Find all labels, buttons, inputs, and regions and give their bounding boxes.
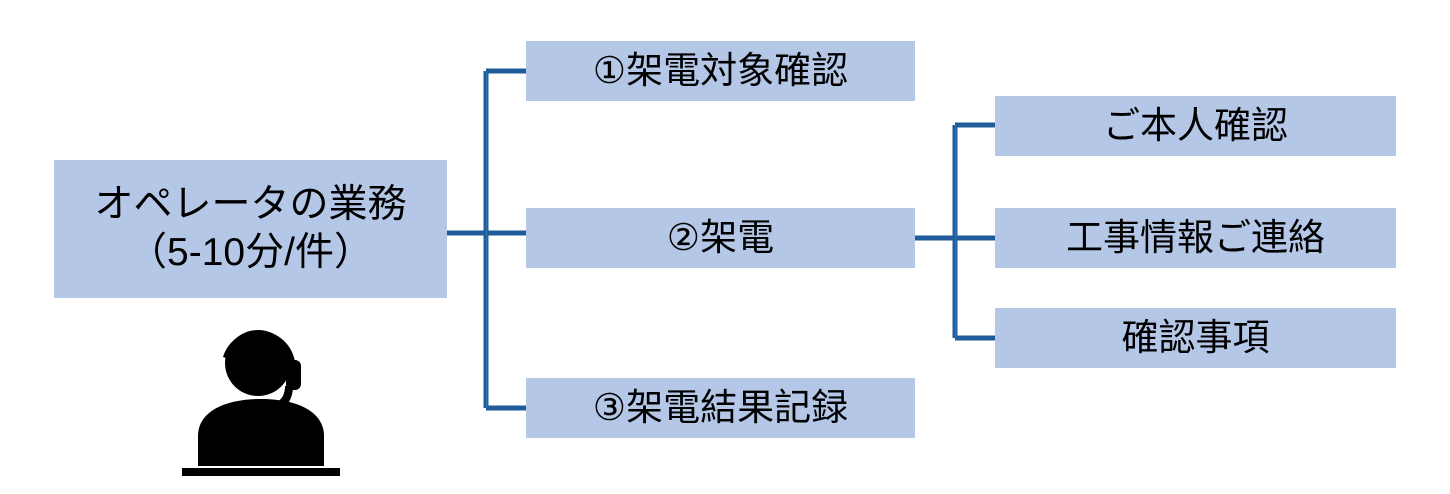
node-step-3-label: ③架電結果記録 (592, 387, 849, 429)
operator-body (198, 399, 324, 466)
node-step-3[interactable]: ③架電結果記録 (526, 378, 915, 438)
node-substep-confirmation-items[interactable]: 確認事項 (995, 308, 1396, 368)
operator-headset-icon (182, 330, 340, 476)
node-step-1-label: ①架電対象確認 (592, 50, 849, 92)
node-substep-identity-check[interactable]: ご本人確認 (995, 96, 1396, 156)
node-step-1[interactable]: ①架電対象確認 (526, 41, 915, 101)
node-step-2[interactable]: ②架電 (526, 208, 915, 268)
operator-desk-line (182, 468, 340, 476)
node-substep-confirmation-items-label: 確認事項 (1121, 317, 1270, 359)
node-substep-identity-check-label: ご本人確認 (1103, 105, 1288, 147)
headset-earcup (286, 360, 301, 390)
node-operator-task-label: オペレータの業務 （5-10分/件） (94, 183, 407, 274)
node-step-2-label: ②架電 (666, 217, 775, 259)
node-operator-task[interactable]: オペレータの業務 （5-10分/件） (54, 160, 447, 298)
node-substep-construction-info-label: 工事情報ご連絡 (1066, 217, 1325, 259)
headset-band (223, 330, 295, 374)
node-substep-construction-info[interactable]: 工事情報ご連絡 (995, 208, 1396, 268)
